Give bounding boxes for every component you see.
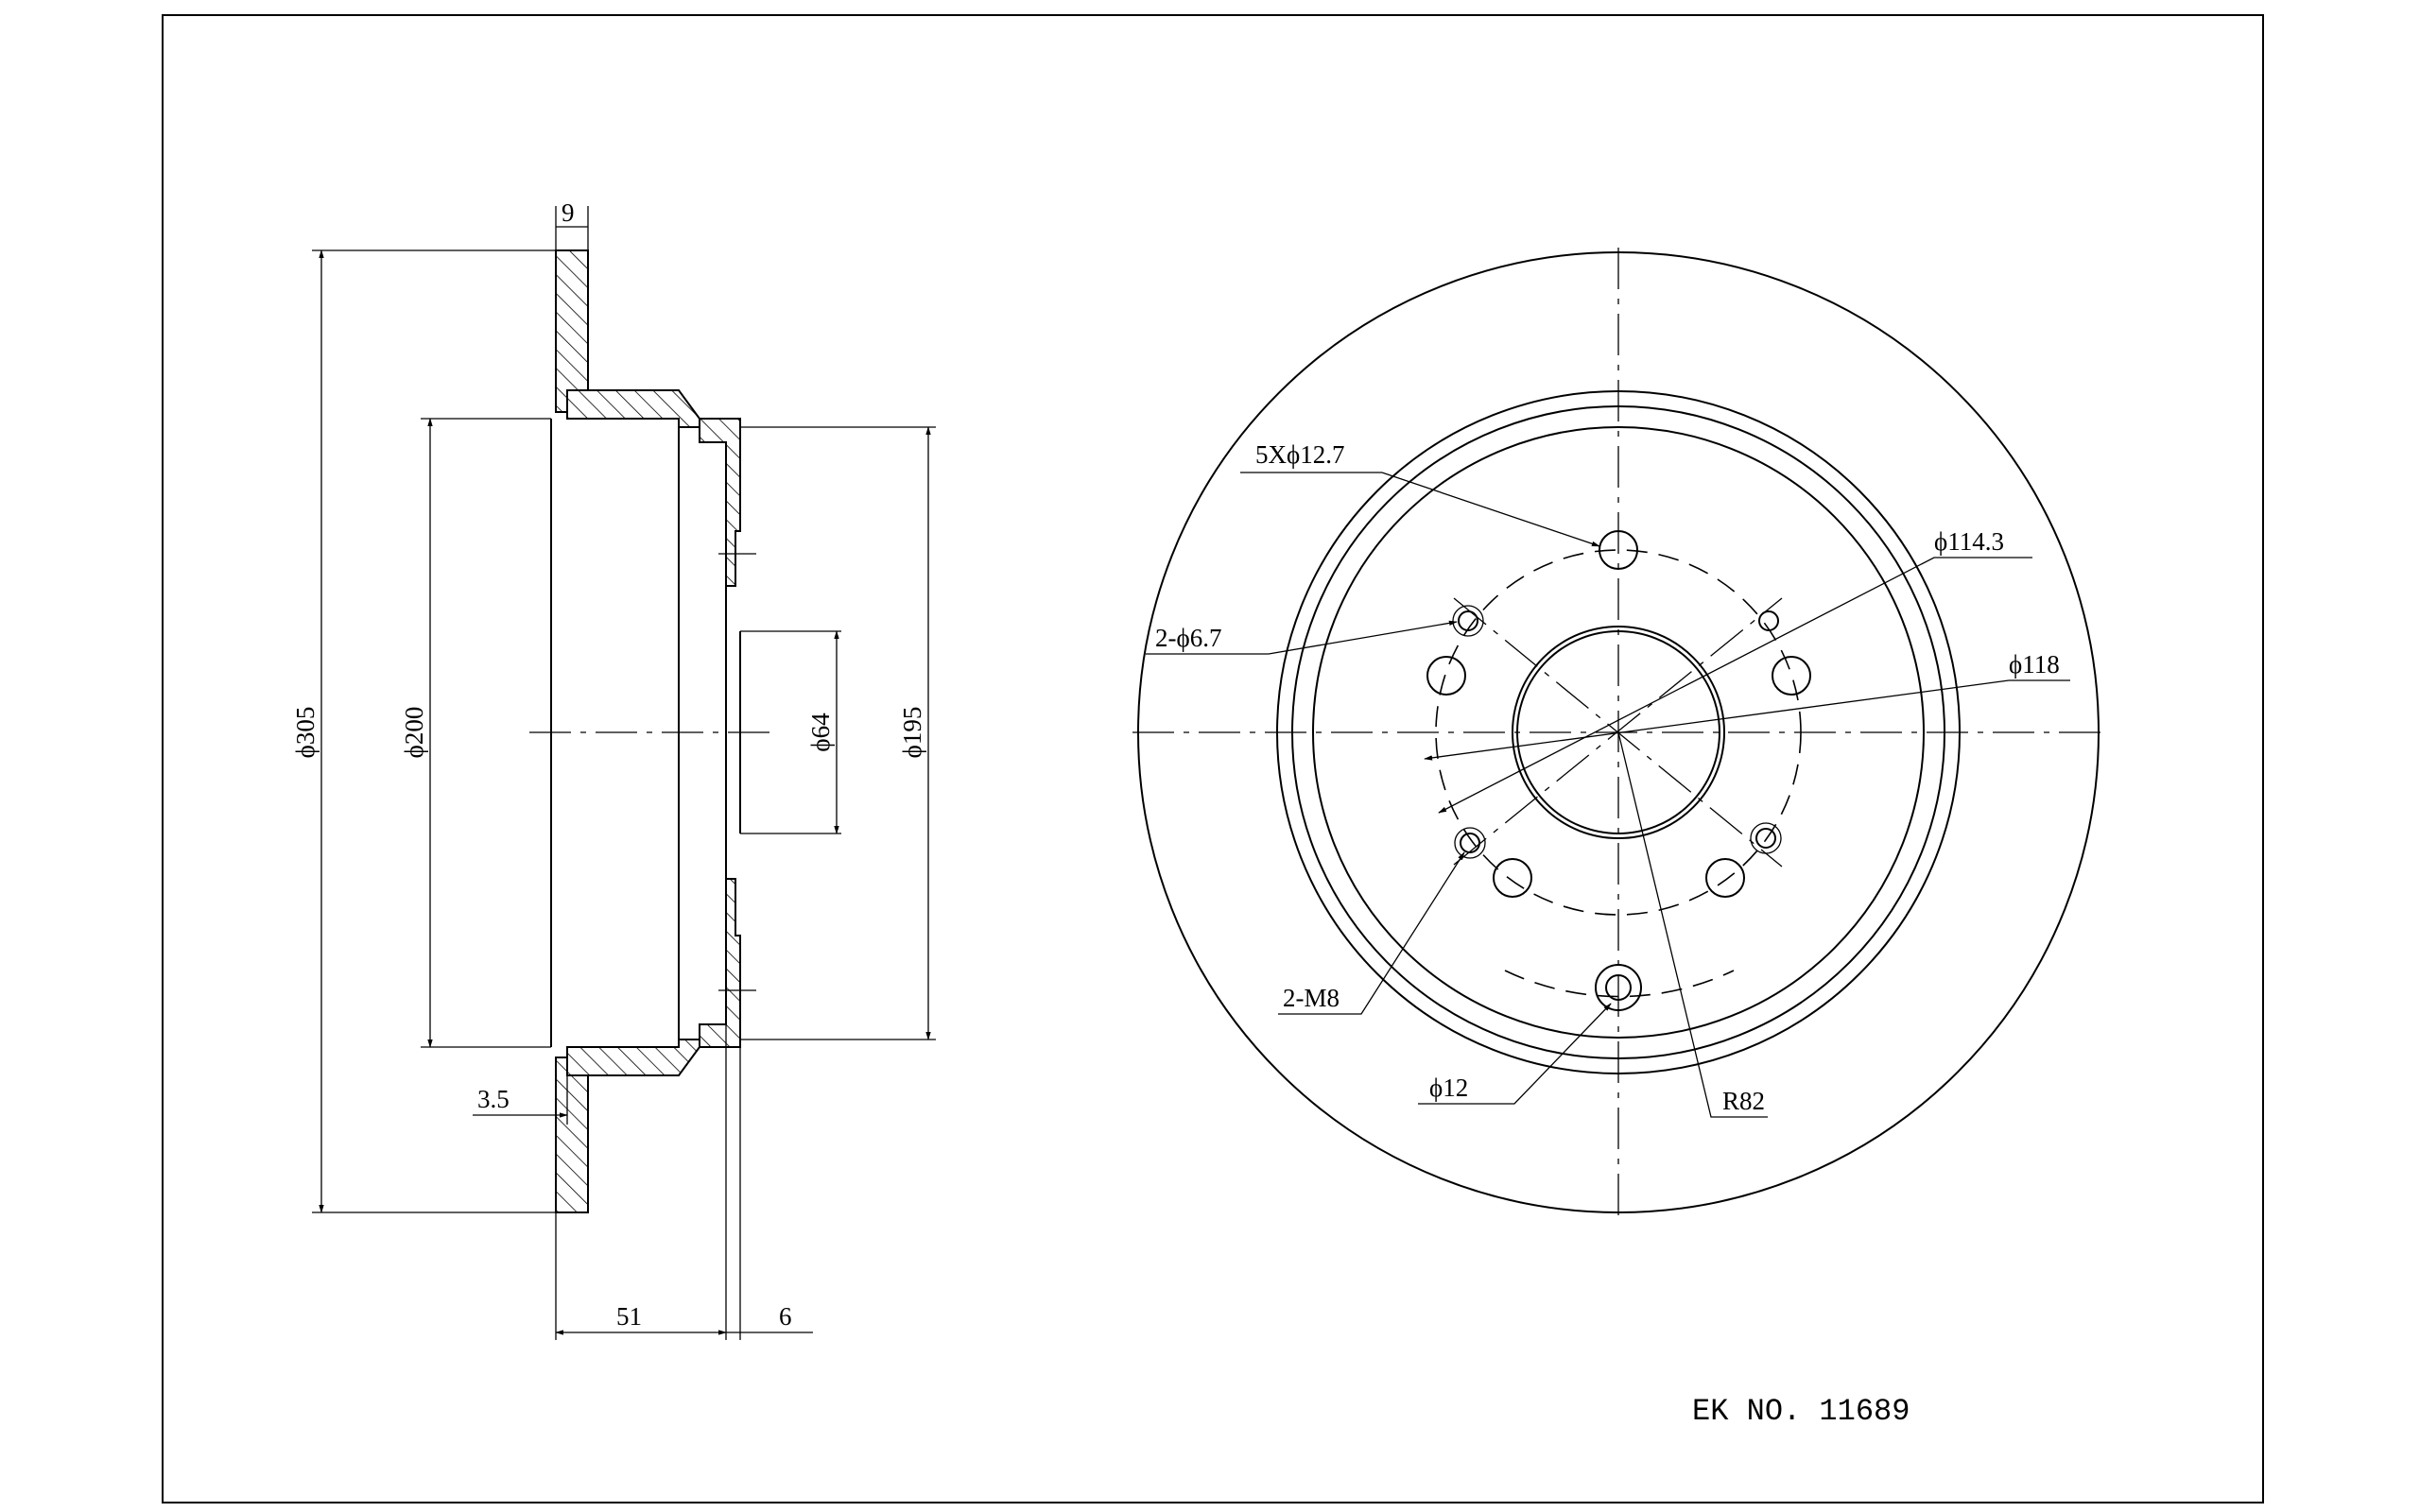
label-bolt-holes: 5Xϕ12.7 bbox=[1255, 440, 1344, 469]
part-number: EK NO. 11689 bbox=[1692, 1394, 1910, 1429]
mounting-face-bottom bbox=[699, 878, 741, 1048]
thread-hole-right-ring bbox=[1750, 822, 1782, 854]
leader-small-holes bbox=[1146, 620, 1458, 655]
bolt-hole-lower-left bbox=[1493, 858, 1532, 898]
label-hole-12: ϕ12 bbox=[1429, 1074, 1468, 1102]
small-hole-upper-left bbox=[1458, 610, 1478, 631]
label-pcd-114-3: ϕ114.3 bbox=[1934, 527, 2004, 556]
rotor-ring-top bbox=[555, 249, 589, 413]
leader-hole-12 bbox=[1418, 1003, 1612, 1105]
label-thickness-9: 9 bbox=[562, 198, 575, 227]
label-radius-82: R82 bbox=[1722, 1087, 1765, 1115]
bolt-hole-lower-right bbox=[1705, 858, 1745, 898]
radius-82-arc bbox=[1504, 970, 1735, 998]
diagonal-center-line-2 bbox=[1453, 597, 1783, 866]
label-diameter-305: ϕ305 bbox=[291, 707, 320, 759]
hole-12-bottom bbox=[1605, 974, 1632, 1001]
hat-wall-top bbox=[566, 389, 700, 428]
front-view: 5Xϕ12.7 ϕ114.3 2-ϕ6.7 ϕ118 2-M8 ϕ12 R82 bbox=[1132, 248, 2108, 1219]
thread-hole-left bbox=[1460, 833, 1480, 853]
hat-wall-bottom bbox=[566, 1039, 700, 1076]
leader-118 bbox=[1424, 679, 2070, 761]
small-hole-upper-right bbox=[1758, 610, 1779, 631]
thread-hole-left-ring bbox=[1454, 827, 1486, 859]
label-small-holes: 2-ϕ6.7 bbox=[1155, 624, 1221, 652]
leader-pcd bbox=[1438, 557, 2032, 814]
bolt-hole-right bbox=[1772, 656, 1811, 696]
label-hub-thickness-6: 6 bbox=[779, 1302, 792, 1331]
mounting-face-top bbox=[699, 418, 741, 587]
leader-radius-82 bbox=[1617, 731, 1768, 1118]
label-diameter-195: ϕ195 bbox=[898, 707, 926, 759]
leader-bolt-holes bbox=[1240, 472, 1600, 547]
label-diameter-64: ϕ64 bbox=[806, 713, 835, 752]
hat-face-circle bbox=[1312, 426, 1925, 1039]
rotor-ring-bottom bbox=[555, 1057, 589, 1213]
thread-hole-right bbox=[1755, 828, 1776, 849]
label-thread-m8: 2-M8 bbox=[1283, 984, 1340, 1012]
label-height-51: 51 bbox=[616, 1302, 642, 1331]
label-diameter-118: ϕ118 bbox=[2009, 650, 2060, 679]
center-bore-circle bbox=[1512, 626, 1725, 839]
leader-m8 bbox=[1278, 851, 1465, 1015]
drawing-border bbox=[162, 14, 2264, 1503]
bolt-hole-top bbox=[1599, 530, 1638, 570]
hole-12-bottom-ring bbox=[1595, 964, 1642, 1011]
bolt-hole-left bbox=[1426, 656, 1466, 696]
label-step-3-5: 3.5 bbox=[477, 1085, 510, 1113]
label-diameter-200: ϕ200 bbox=[400, 707, 428, 759]
side-section-view: 9 ϕ305 ϕ200 ϕ64 ϕ195 3.5 51 6 bbox=[291, 198, 936, 1340]
